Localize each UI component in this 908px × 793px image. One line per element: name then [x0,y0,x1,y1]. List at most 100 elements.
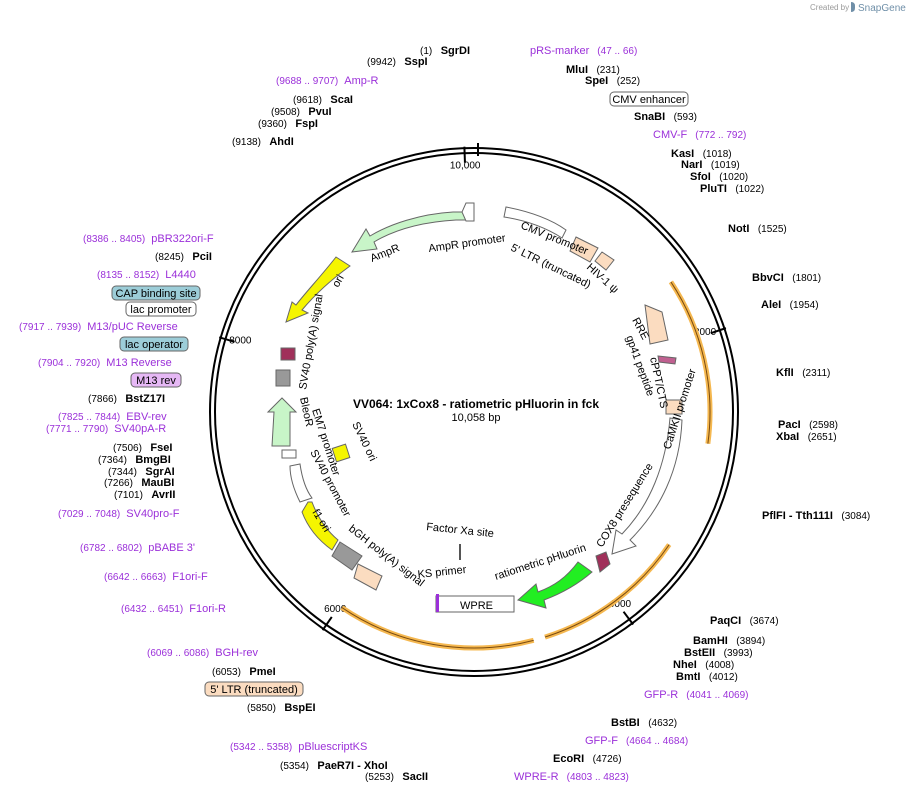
site-BstZ17I[interactable]: (7866) BstZ17I [88,389,165,406]
primer-SV40pA-R[interactable]: (7771 .. 7790)SV40pA-R [46,423,166,435]
label-M13-rev[interactable]: M13 rev [130,372,182,388]
site-SpeI[interactable]: SpeI (252) [585,71,640,88]
boxed-labels: CMV enhancer CAP binding site lac promot… [111,91,689,697]
feature-SV40-polyA-block[interactable] [275,369,291,387]
feature-SV40-promoter[interactable] [289,463,313,503]
site-PluTI[interactable]: PluTI (1022) [700,179,764,196]
tick-1 [710,327,727,335]
label-CAP-binding-site[interactable]: CAP binding site [111,285,201,301]
site-BspEI[interactable]: (5850) BspEI [247,698,316,715]
site-BmgBI[interactable]: (7364) BmgBI [98,450,171,467]
credit-prefix: Created by [810,3,849,12]
site-XhoI[interactable]: (5354) PaeR7I - XhoI [280,756,388,773]
site-SacII[interactable]: (5253) SacII [365,767,428,784]
site-PmeI[interactable]: (6053) PmeI [212,662,276,679]
feature-ori[interactable] [285,256,351,323]
site-FspI[interactable]: (9360) FspI [258,114,318,131]
feature-CaMKII-promoter[interactable] [611,417,683,555]
primer-pBR322ori-F[interactable]: (8386 .. 8405)pBR322ori-F [83,233,214,245]
site-BstBI[interactable]: BstBI (4632) [611,713,677,730]
site-MluI[interactable]: MluI (231) [566,60,620,77]
label-CMV-enhancer[interactable]: CMV enhancer [609,91,689,107]
site-PacI[interactable]: PacI (2598) [778,415,838,432]
label-BleoR: BleoR [297,396,315,428]
feature-CMV-promoter[interactable] [503,206,567,239]
feature-AmpR-promoter[interactable] [461,202,475,222]
site-PflFI[interactable]: PflFI - Tth111I (3084) [762,506,870,523]
site-KasI[interactable]: KasI (1018) [671,144,732,161]
label-5-LTR-truncated[interactable]: 5' LTR (truncated) [204,681,304,697]
primer-GFP-F[interactable]: GFP-F(4664 .. 4684) [585,735,688,747]
tick-0 [463,146,466,163]
site-SnaBI[interactable]: SnaBI (593) [634,107,697,124]
site-AvrII[interactable]: (7101) AvrII [114,485,175,502]
site-SgrAI[interactable]: (7344) SgrAI [108,462,175,479]
primer-F1ori-F[interactable]: (6642 .. 6663)F1ori-F [104,571,208,583]
orf-arcs [340,280,713,651]
feature-EM7[interactable] [281,449,297,459]
feature-cPPT[interactable] [665,399,683,415]
tick-3 [321,616,333,631]
orf-arc-2[interactable] [340,605,535,651]
feature-lac-block[interactable] [280,347,296,361]
site-NotI[interactable]: NotI (1525) [728,219,787,236]
site-PciI[interactable]: (8245) PciI [155,247,212,264]
site-EcoRI[interactable]: EcoRI (4726) [553,749,622,766]
feature-5LTR[interactable] [569,236,599,263]
feature-BleoR[interactable] [266,397,298,447]
primer-pBABE-3[interactable]: (6782 .. 6802)pBABE 3' [80,542,195,554]
feature-grey-block[interactable] [331,541,363,571]
primer-WPRE-R[interactable]: WPRE-R(4803 .. 4823) [514,771,629,783]
site-BstEII[interactable]: BstEII (3993) [684,643,753,660]
primer-BGH-rev[interactable]: (6069 .. 6086)BGH-rev [147,647,259,659]
feature-HIV[interactable] [594,251,615,271]
feature-gp41[interactable] [657,355,677,365]
feature-COX8[interactable] [595,551,611,573]
site-AhdI[interactable]: (9138) AhdI [232,132,294,149]
feature-f1ori[interactable] [301,501,339,551]
primer-CMV-F[interactable]: CMV-F(772 .. 792) [653,129,746,141]
primer-M13-Reverse[interactable]: (7904 .. 7920)M13 Reverse [38,357,172,369]
site-SgrDI[interactable]: (1) SgrDI [420,41,470,58]
primer-Amp-R[interactable]: (9688 .. 9707)Amp-R [276,75,379,87]
site-SspI[interactable]: (9942) SspI [367,52,428,69]
features [266,202,683,613]
svg-text:lac operator: lac operator [125,339,183,351]
snapgene-logo-icon [851,2,855,12]
restriction-sites: (1) SgrDI (9942) SspI (9618) ScaI (9508)… [88,41,870,784]
site-PaqCI[interactable]: PaqCI (3674) [710,611,779,628]
site-NarI[interactable]: NarI (1019) [681,155,740,172]
label-lac-promoter[interactable]: lac promoter [125,301,197,317]
site-AleI[interactable]: AleI (1954) [761,295,819,312]
site-BmtI[interactable]: BmtI (4012) [676,667,738,684]
primer-pBluescriptKS[interactable]: (5342 .. 5358)pBluescriptKS [230,741,367,753]
site-PvuI[interactable]: (9508) PvuI [271,102,332,119]
backbone-inner [214,152,734,672]
label-lac-operator[interactable]: lac operator [119,336,189,352]
site-ScaI[interactable]: (9618) ScaI [293,90,353,107]
site-XbaI[interactable]: XbaI (2651) [776,427,837,444]
credit-brand[interactable]: SnapGene [858,3,906,14]
site-FseI[interactable]: (7506) FseI [113,438,172,455]
site-NheI[interactable]: NheI (4008) [673,655,734,672]
feature-RRE[interactable] [644,304,669,345]
primer-F1ori-R[interactable]: (6432 .. 6451)F1ori-R [121,603,226,615]
site-SfoI[interactable]: SfoI (1020) [690,167,748,184]
feature-bGH[interactable] [353,563,383,591]
primer-L4440[interactable]: (8135 .. 8152)L4440 [97,269,196,281]
feature-pHluorin[interactable] [516,561,593,609]
site-BbvCI[interactable]: BbvCI (1801) [752,268,821,285]
primer-pRS-marker[interactable]: pRS-marker(47 .. 66) [530,45,637,57]
feature-KS-primer-mark[interactable] [436,594,439,612]
primers: pRS-marker(47 .. 66) (9688 .. 9707)Amp-R… [19,45,749,783]
primer-EBV-rev[interactable]: (7825 .. 7844)EBV-rev [58,411,167,423]
primer-M13-pUC-Reverse[interactable]: (7917 .. 7939)M13/pUC Reverse [19,321,178,333]
primer-GFP-R[interactable]: GFP-R(4041 .. 4069) [644,689,749,701]
feature-SV40-ori[interactable] [331,443,351,463]
site-KflI[interactable]: KflI (2311) [776,363,830,380]
site-BamHI[interactable]: BamHI (3894) [693,631,765,648]
feature-AmpR[interactable] [351,211,473,253]
tick-2 [622,611,634,626]
site-MauBI[interactable]: (7266) MauBI [104,473,174,490]
primer-SV40pro-F[interactable]: (7029 .. 7048)SV40pro-F [58,508,180,520]
